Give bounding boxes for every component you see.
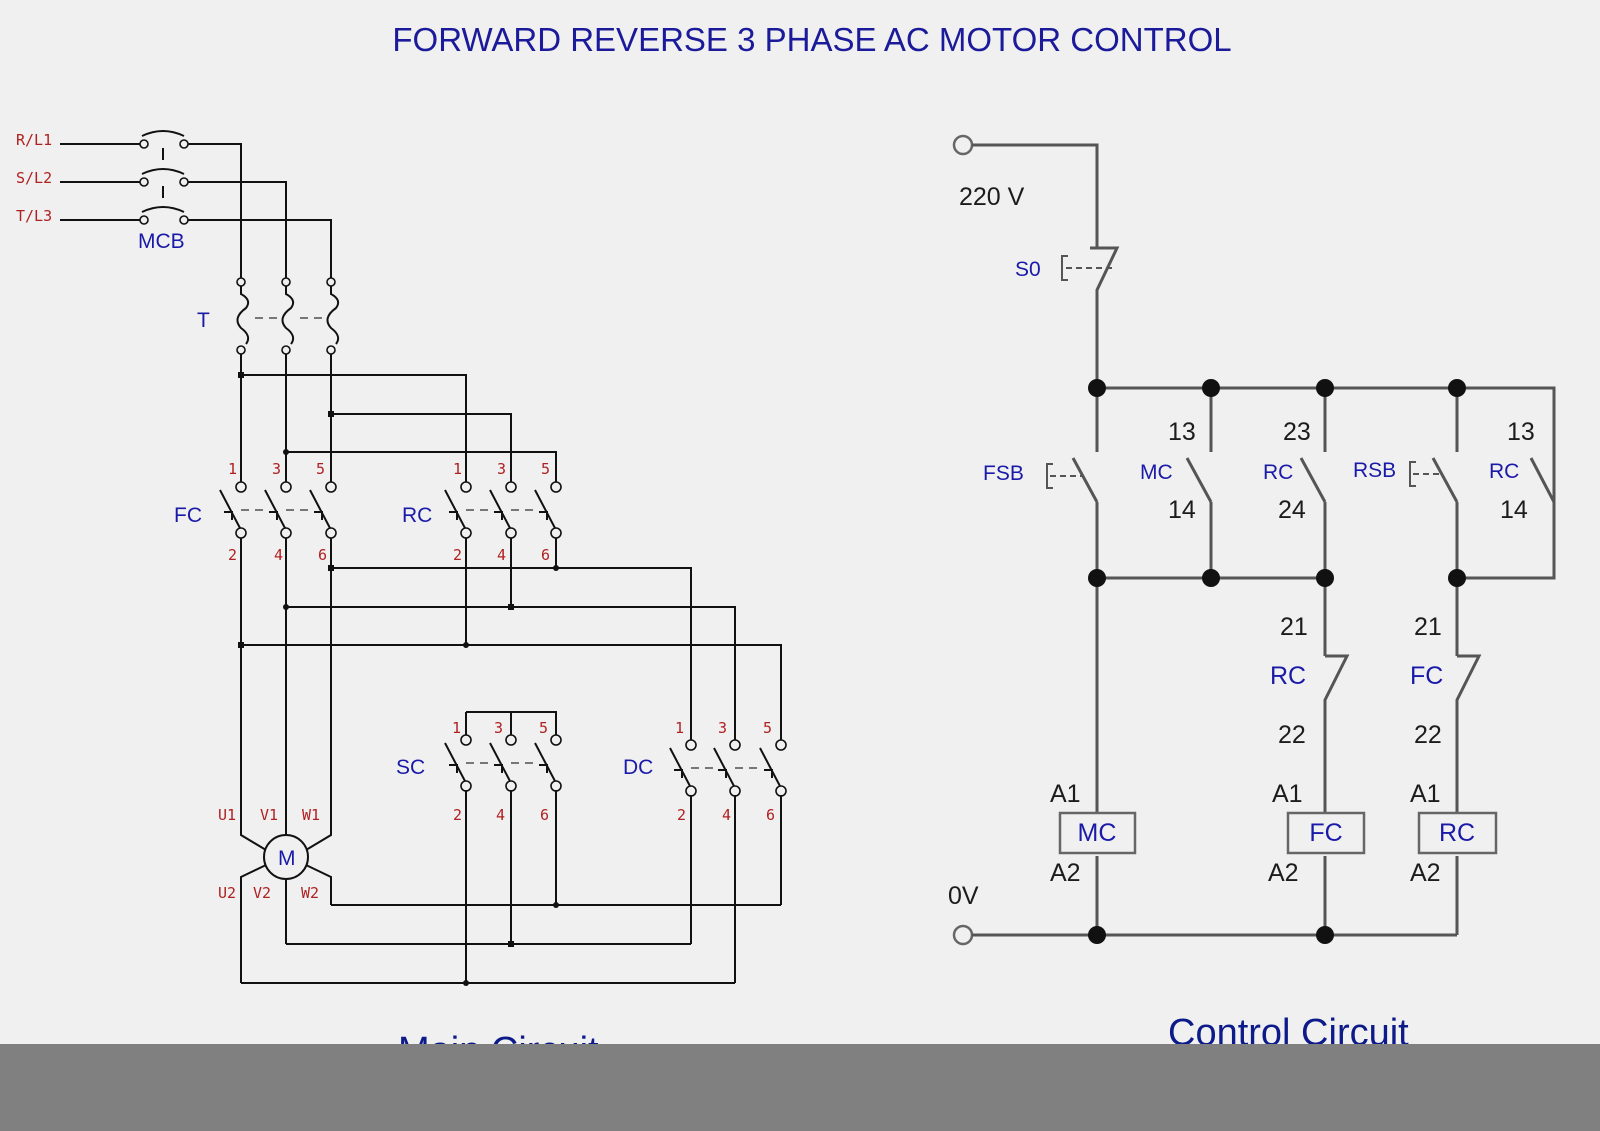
rsb-label: RSB [1353, 459, 1396, 482]
supply-label-l1: R/L1 [16, 131, 52, 149]
fc-terminal-1: 1 [228, 460, 237, 478]
stop-button-symbol [1061, 246, 1120, 388]
rc-terminal-6: 6 [541, 546, 550, 564]
rc-holding-contact-symbol [1529, 457, 1556, 503]
fc-terminal-3: 3 [272, 460, 281, 478]
rc-contact-top-terminal: 23 [1283, 418, 1311, 446]
rc-coil-a1: A1 [1410, 780, 1441, 808]
sc-contactor-symbol [444, 711, 562, 792]
rc-holding-bottom-terminal: 14 [1500, 496, 1528, 524]
rc-terminal-3: 3 [497, 460, 506, 478]
rc-terminal-2: 2 [453, 546, 462, 564]
sc-contactor-label: SC [396, 756, 425, 779]
fsb-label: FSB [983, 462, 1024, 485]
mc-contact-bottom-terminal: 14 [1168, 496, 1196, 524]
fc-terminal-5: 5 [316, 460, 325, 478]
dc-contactor-symbol [669, 739, 787, 797]
fc-contactor-symbol [219, 465, 337, 539]
mc-holding-contact-symbol [1185, 388, 1213, 578]
rc-interlock-label: RC [1270, 662, 1306, 690]
mc-contact-label: MC [1140, 461, 1173, 484]
rc-holding-top-terminal: 13 [1507, 418, 1535, 446]
sc-terminal-3: 3 [494, 719, 503, 737]
reverse-start-button-symbol [1409, 388, 1459, 656]
fc-interlock-bottom-terminal: 22 [1414, 721, 1442, 749]
mc-coil-label: MC [1078, 819, 1117, 847]
fc-coil-a1: A1 [1272, 780, 1303, 808]
sc-terminal-6: 6 [540, 806, 549, 824]
control-circuit: 220 V S0 FSB 13 MC 14 23 RC 24 [948, 134, 1556, 946]
rc-coil-a2: A2 [1410, 859, 1441, 887]
motor-terminal-v2: V2 [253, 884, 271, 902]
supply-voltage-label: 220 V [959, 183, 1025, 211]
overload-relay-symbol [236, 277, 340, 355]
motor-terminal-u1: U1 [218, 806, 236, 824]
rc-contactor-label: RC [402, 504, 432, 527]
dc-terminal-1: 1 [675, 719, 684, 737]
rc-terminal-4: 4 [497, 546, 506, 564]
rc-terminal-1: 1 [453, 460, 462, 478]
fc-terminal-4: 4 [274, 546, 283, 564]
supply-terminal-icon [952, 134, 974, 156]
motor-symbol [240, 815, 332, 983]
mc-coil-a1: A1 [1050, 780, 1081, 808]
rc-contact-bottom-terminal: 24 [1278, 496, 1306, 524]
supply-label-l3: T/L3 [16, 207, 52, 225]
stop-button-label: S0 [1015, 258, 1041, 281]
diagram-title: FORWARD REVERSE 3 PHASE AC MOTOR CONTROL [392, 21, 1231, 58]
fc-terminal-6: 6 [318, 546, 327, 564]
sc-terminal-1: 1 [452, 719, 461, 737]
forward-start-button-symbol [1046, 388, 1099, 578]
dc-terminal-6: 6 [766, 806, 775, 824]
rc-holding-label: RC [1489, 460, 1519, 483]
bottom-overlay-bar [0, 1044, 1600, 1131]
mcb-label: MCB [138, 230, 185, 253]
sc-terminal-5: 5 [539, 719, 548, 737]
rc-interlock-top-terminal: 21 [1280, 613, 1308, 641]
supply-label-l2: S/L2 [16, 169, 52, 187]
dc-contactor-label: DC [623, 756, 653, 779]
sc-terminal-2: 2 [453, 806, 462, 824]
dc-terminal-2: 2 [677, 806, 686, 824]
rc-contact-label: RC [1263, 461, 1293, 484]
motor-label: M [278, 847, 296, 870]
motor-terminal-u2: U2 [218, 884, 236, 902]
fc-interlock-top-terminal: 21 [1414, 613, 1442, 641]
mcb-breaker-symbol [60, 130, 332, 278]
rc-coil-icon [1417, 811, 1498, 855]
fc-coil-label: FC [1309, 819, 1342, 847]
fc-terminal-2: 2 [228, 546, 237, 564]
fc-contactor-label: FC [174, 504, 202, 527]
rc-terminal-5: 5 [541, 460, 550, 478]
motor-terminal-v1: V1 [260, 806, 278, 824]
sc-terminal-4: 4 [496, 806, 505, 824]
rc-interlock-contact-symbol [1323, 654, 1350, 813]
mc-coil-icon [1058, 811, 1137, 855]
rc-interlock-bottom-terminal: 22 [1278, 721, 1306, 749]
neutral-terminal-icon [952, 924, 974, 946]
main-circuit: R/L1 S/L2 T/L3 MCB T [16, 130, 787, 986]
rc-coil-label: RC [1439, 819, 1475, 847]
dc-terminal-3: 3 [718, 719, 727, 737]
fc-interlock-contact-symbol [1455, 654, 1482, 813]
mc-contact-top-terminal: 13 [1168, 418, 1196, 446]
dc-terminal-4: 4 [722, 806, 731, 824]
junction-dots [1088, 379, 1466, 944]
motor-terminal-w2: W2 [301, 884, 319, 902]
mc-coil-a2: A2 [1050, 859, 1081, 887]
overload-label: T [197, 309, 210, 332]
dc-terminal-5: 5 [763, 719, 772, 737]
fc-coil-icon [1286, 811, 1366, 855]
fc-interlock-label: FC [1410, 662, 1443, 690]
fc-coil-a2: A2 [1268, 859, 1299, 887]
motor-terminal-w1: W1 [302, 806, 320, 824]
neutral-label: 0V [948, 882, 979, 910]
